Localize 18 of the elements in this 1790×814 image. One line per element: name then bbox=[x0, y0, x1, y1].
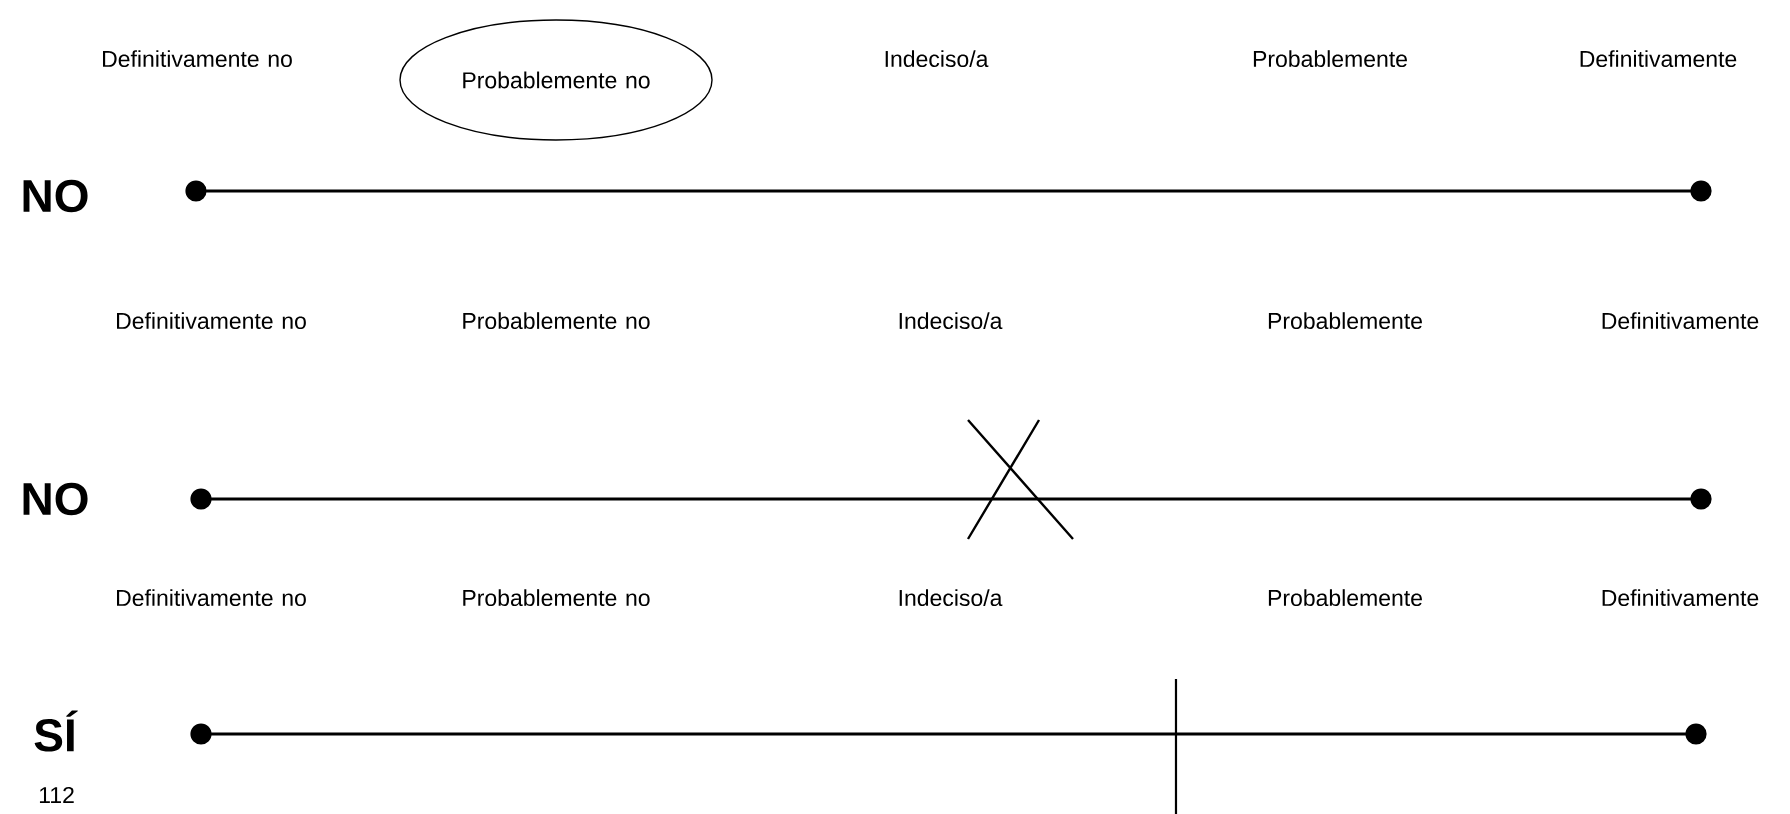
answer-label: SÍ bbox=[34, 710, 78, 752]
option-label: Indeciso/a bbox=[885, 50, 989, 68]
option-label: Indeciso/a bbox=[899, 312, 1003, 330]
option-label: Definitivamente bbox=[1602, 589, 1759, 607]
option-label: Definitivamente no bbox=[117, 589, 306, 607]
option-label: Probablemente bbox=[1268, 589, 1422, 607]
option-label: Definitivamente bbox=[1580, 50, 1737, 68]
option-label: Probablemente bbox=[1268, 312, 1422, 330]
answer-label: NO bbox=[23, 179, 88, 213]
option-label: Probablemente no bbox=[463, 589, 650, 607]
option-label: Definitivamente bbox=[1602, 312, 1759, 330]
option-label: Indeciso/a bbox=[899, 589, 1003, 607]
option-label: Definitivamente no bbox=[103, 50, 292, 68]
option-label: Definitivamente no bbox=[117, 312, 306, 330]
option-label: Probablemente no bbox=[463, 312, 650, 330]
page-number: 112 bbox=[39, 786, 74, 803]
answer-label: NO bbox=[23, 482, 88, 516]
option-label: Probablemente bbox=[1253, 50, 1407, 68]
